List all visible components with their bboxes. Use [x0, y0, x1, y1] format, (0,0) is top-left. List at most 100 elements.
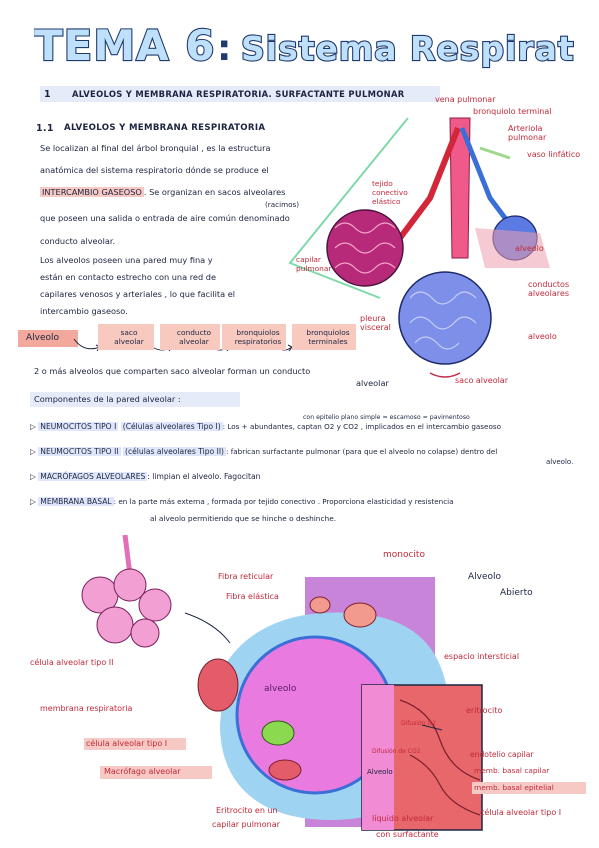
- flow-conducto-box: [160, 324, 220, 350]
- capillary-alveolar-side: [362, 685, 394, 830]
- title-part1: TEMA 6: [34, 21, 216, 70]
- section1-heading: ALVEOLOS Y MEMBRANA RESPIRATORIA. SURFAC…: [72, 89, 405, 99]
- section11-heading: ALVEOLOS Y MEMBRANA RESPIRATORIA: [64, 123, 266, 133]
- paragraph-alveolos: Se localizan al final del árbol bronquia…: [40, 141, 370, 249]
- components-heading: Componentes de la pared alveolar :: [34, 394, 181, 404]
- paragraph-pared: Los alveolos poseen una pared muy fina y…: [40, 252, 300, 320]
- label-endotelio-capilar: endotelio capilar: [470, 750, 534, 759]
- alveolus-cross-section: [81, 535, 483, 831]
- label-conductos-alveolares: conductos alveolares: [528, 280, 570, 298]
- p2-line2: están en contacto estrecho con una red d…: [40, 272, 216, 282]
- label-eritrocito-capilar-2: capilar pulmonar: [212, 820, 280, 829]
- flow-alveolo-box: [18, 330, 78, 347]
- title-part2: Sistema Respiratorio: [241, 29, 574, 68]
- flow-term-line1: bronquiolos: [306, 328, 350, 337]
- label-vaso-linfatico: vaso linfático: [527, 150, 581, 159]
- p1-line3-rest: . Se organizan en sacos alveolares: [143, 187, 286, 197]
- alveolar-cluster-red: [326, 209, 404, 287]
- p2-line4: intercambio gaseoso.: [40, 306, 128, 316]
- alveolar-folds: [409, 291, 477, 350]
- component-text: : Los + abundantes, captan O2 y CO2 , im…: [222, 422, 502, 431]
- label-celula-alveolar-i-b: célula alveolar tipo I: [480, 808, 562, 817]
- intercambio-gaseoso-highlight: INTERCAMBIO GASEOSO: [40, 187, 144, 197]
- component-neumocitos-ii-cont: alveolo.: [546, 458, 574, 466]
- p1-line1: Se localizan al final del árbol bronquia…: [40, 143, 271, 153]
- label-espacio-intersticial: espacio intersticial: [444, 652, 520, 661]
- flow-term-line2: terminales: [308, 337, 348, 346]
- label-membrana-respiratoria: membrana respiratoria: [40, 704, 133, 713]
- label-vena-pulmonar: vena pulmonar: [435, 95, 496, 104]
- label-memb-basal-epitelial: memb. basal epitelial: [474, 783, 554, 792]
- label-alveolo-abierto-1: Alveolo: [468, 572, 502, 582]
- label-monocito: monocito: [383, 550, 425, 560]
- label-alveolo-abierto-2: Abierto: [500, 588, 533, 598]
- component-label: MEMBRANA BASAL: [38, 497, 114, 506]
- label-alveolo-center: alveolo: [264, 684, 297, 694]
- arrow-icon: ▷: [30, 447, 36, 456]
- macrophage-shape: [261, 720, 295, 746]
- flow-resp-line2: respiratorios: [234, 337, 282, 346]
- component-macrofagos: ▷ MACRÓFAGOS ALVEOLARES: limpian el alve…: [30, 472, 260, 481]
- alveolar-sac-illustration: [288, 117, 550, 378]
- label-alveolo-bottom: alveolo: [528, 332, 557, 341]
- component-label: NEUMOCITOS TIPO I: [38, 422, 119, 431]
- label-difusion-co2: Difusión de CO2: [372, 748, 421, 755]
- component-neumocitos-i: ▷ NEUMOCITOS TIPO I (Células alveolares …: [30, 422, 590, 431]
- arrow-icon: ▷: [30, 497, 36, 506]
- label-saco-alveolar: saco alveolar: [455, 376, 508, 385]
- monocyte-shape: [343, 602, 377, 628]
- p3-line2: alveolar: [356, 378, 389, 388]
- label-macrofago: Macrófago alveolar: [104, 767, 181, 776]
- p3-line1: 2 o más alveolos que comparten saco alve…: [34, 366, 311, 376]
- label-liquido-2: con surfactante: [376, 830, 439, 839]
- alveolar-cluster-blue: [398, 271, 492, 365]
- flow-resp-line1: bronquiolos: [236, 328, 280, 337]
- flow-terminales: bronquiolos terminales: [294, 326, 362, 348]
- celula-i-highlight: [84, 738, 186, 750]
- label-alveolo-top: alveolo: [515, 244, 544, 253]
- label-liquido-1: líquido alveolar: [372, 814, 434, 823]
- flow-conducto-line1: conducto: [176, 328, 212, 337]
- component-paren: (Células alveolares Tipo I): [120, 422, 223, 431]
- capillary-network: [334, 222, 396, 274]
- component-text: : fabrican surfactante pulmonar (para qu…: [226, 447, 498, 456]
- label-celula-alveolar-ii: célula alveolar tipo II: [30, 658, 114, 667]
- label-arteriola-pulmonar: Arteriola pulmonar: [508, 124, 547, 142]
- flow-conducto: conducto alveolar: [162, 326, 226, 348]
- label-tejido-conectivo: tejido conectivo elástico: [372, 179, 408, 206]
- label-capilar-pulmonar: capilar pulmonar: [296, 255, 332, 273]
- grape-bunch-icon: [81, 535, 172, 648]
- flow-saco-line2: alveolar: [114, 337, 144, 346]
- section1-number: 1: [44, 89, 51, 100]
- section1-highlight: [40, 86, 440, 102]
- component-membrana-basal-cont: al alveolo permitiendo que se hinche o d…: [150, 514, 337, 523]
- flow-conducto-line2: alveolar: [179, 337, 209, 346]
- title-colon: :: [217, 28, 231, 69]
- component-label: NEUMOCITOS TIPO II: [38, 447, 121, 456]
- p1-racimos-note: (racimos): [265, 200, 300, 209]
- label-memb-basal-capilar: memb. basal capilar: [474, 766, 550, 775]
- label-fibra-reticular: Fibra reticular: [218, 572, 274, 581]
- component-paren: (células alveolares Tipo II): [122, 447, 227, 456]
- bronquiolo-shape: [449, 117, 471, 259]
- label-difusion-o2: Difusión O2: [401, 720, 436, 727]
- flow-alveolo: Alveolo: [26, 333, 60, 343]
- component-membrana-basal: ▷ MEMBRANA BASAL: en la parte más extern…: [30, 497, 590, 506]
- p1-line5: conducto alveolar.: [40, 236, 116, 246]
- section11-number: 1.1: [36, 123, 54, 134]
- component-label: MACRÓFAGOS ALVEOLARES: [38, 472, 148, 481]
- alveolar-cell-type-ii: [197, 658, 239, 712]
- flow-saco: saco alveolar: [100, 326, 158, 348]
- arteriola-shape: [397, 126, 461, 240]
- arrow-icon: ▷: [30, 422, 36, 431]
- diffusion-arrow: [421, 724, 443, 731]
- zoom-line: [288, 117, 409, 299]
- components-heading-highlight: [30, 392, 240, 407]
- p1-line2: anatómica del sistema respiratorio dónde…: [40, 165, 269, 175]
- flow-saco-box: [98, 324, 154, 350]
- erythrocyte-shape: [309, 596, 331, 614]
- flow-terminales-box: [292, 324, 356, 350]
- flow-respiratorios-box: [222, 324, 286, 350]
- label-pleura-visceral: pleura visceral: [360, 314, 391, 332]
- paragraph-conducto: 2 o más alveolos que comparten saco alve…: [34, 364, 394, 388]
